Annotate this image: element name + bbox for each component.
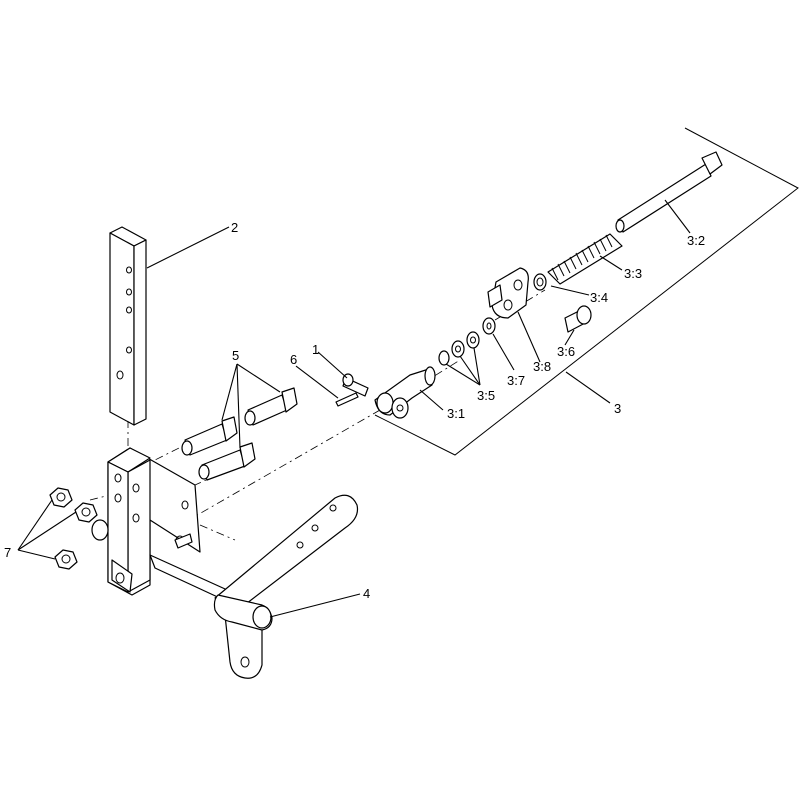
callout-7: 7 xyxy=(4,545,11,560)
callout-3-5: 3:5 xyxy=(477,388,495,403)
callout-labels: 2 5 6 1 7 4 3:1 3:5 3:7 3:8 3:6 3:4 3:3 … xyxy=(4,220,705,601)
cotter-pin xyxy=(335,392,359,407)
callout-3-3: 3:3 xyxy=(624,266,642,281)
callout-3-8: 3:8 xyxy=(533,359,551,374)
callout-3-4: 3:4 xyxy=(590,290,608,305)
rod-bolt xyxy=(615,151,723,233)
callout-3: 3 xyxy=(614,401,621,416)
mounting-bracket xyxy=(91,447,201,596)
callout-5: 5 xyxy=(232,348,239,363)
lock-nuts xyxy=(49,487,98,570)
nut-3 xyxy=(54,549,78,570)
nut-1 xyxy=(49,487,73,508)
callout-1: 1 xyxy=(312,342,319,357)
spacer xyxy=(533,273,547,291)
bolt-middle xyxy=(181,416,238,456)
trunnion-block xyxy=(487,267,529,319)
callout-3-1: 3:1 xyxy=(447,406,465,421)
pivot-pin xyxy=(564,305,592,333)
callout-4: 4 xyxy=(363,586,370,601)
bolt-upper xyxy=(244,387,298,426)
bolt-lower xyxy=(198,442,256,481)
flat-washer xyxy=(482,317,496,335)
lever-arm xyxy=(149,494,359,679)
callout-3-6: 3:6 xyxy=(557,344,575,359)
callout-3-7: 3:7 xyxy=(507,373,525,388)
leader-lines xyxy=(17,199,691,618)
callout-6: 6 xyxy=(290,352,297,367)
bolts xyxy=(181,387,298,481)
jam-nuts-washer xyxy=(438,331,480,366)
nut-2 xyxy=(74,502,98,523)
callout-3-2: 3:2 xyxy=(687,233,705,248)
clevis xyxy=(374,366,436,419)
square-tube xyxy=(109,226,147,426)
group-3-outline xyxy=(374,127,799,456)
callout-2: 2 xyxy=(231,220,238,235)
compression-spring xyxy=(547,233,623,285)
